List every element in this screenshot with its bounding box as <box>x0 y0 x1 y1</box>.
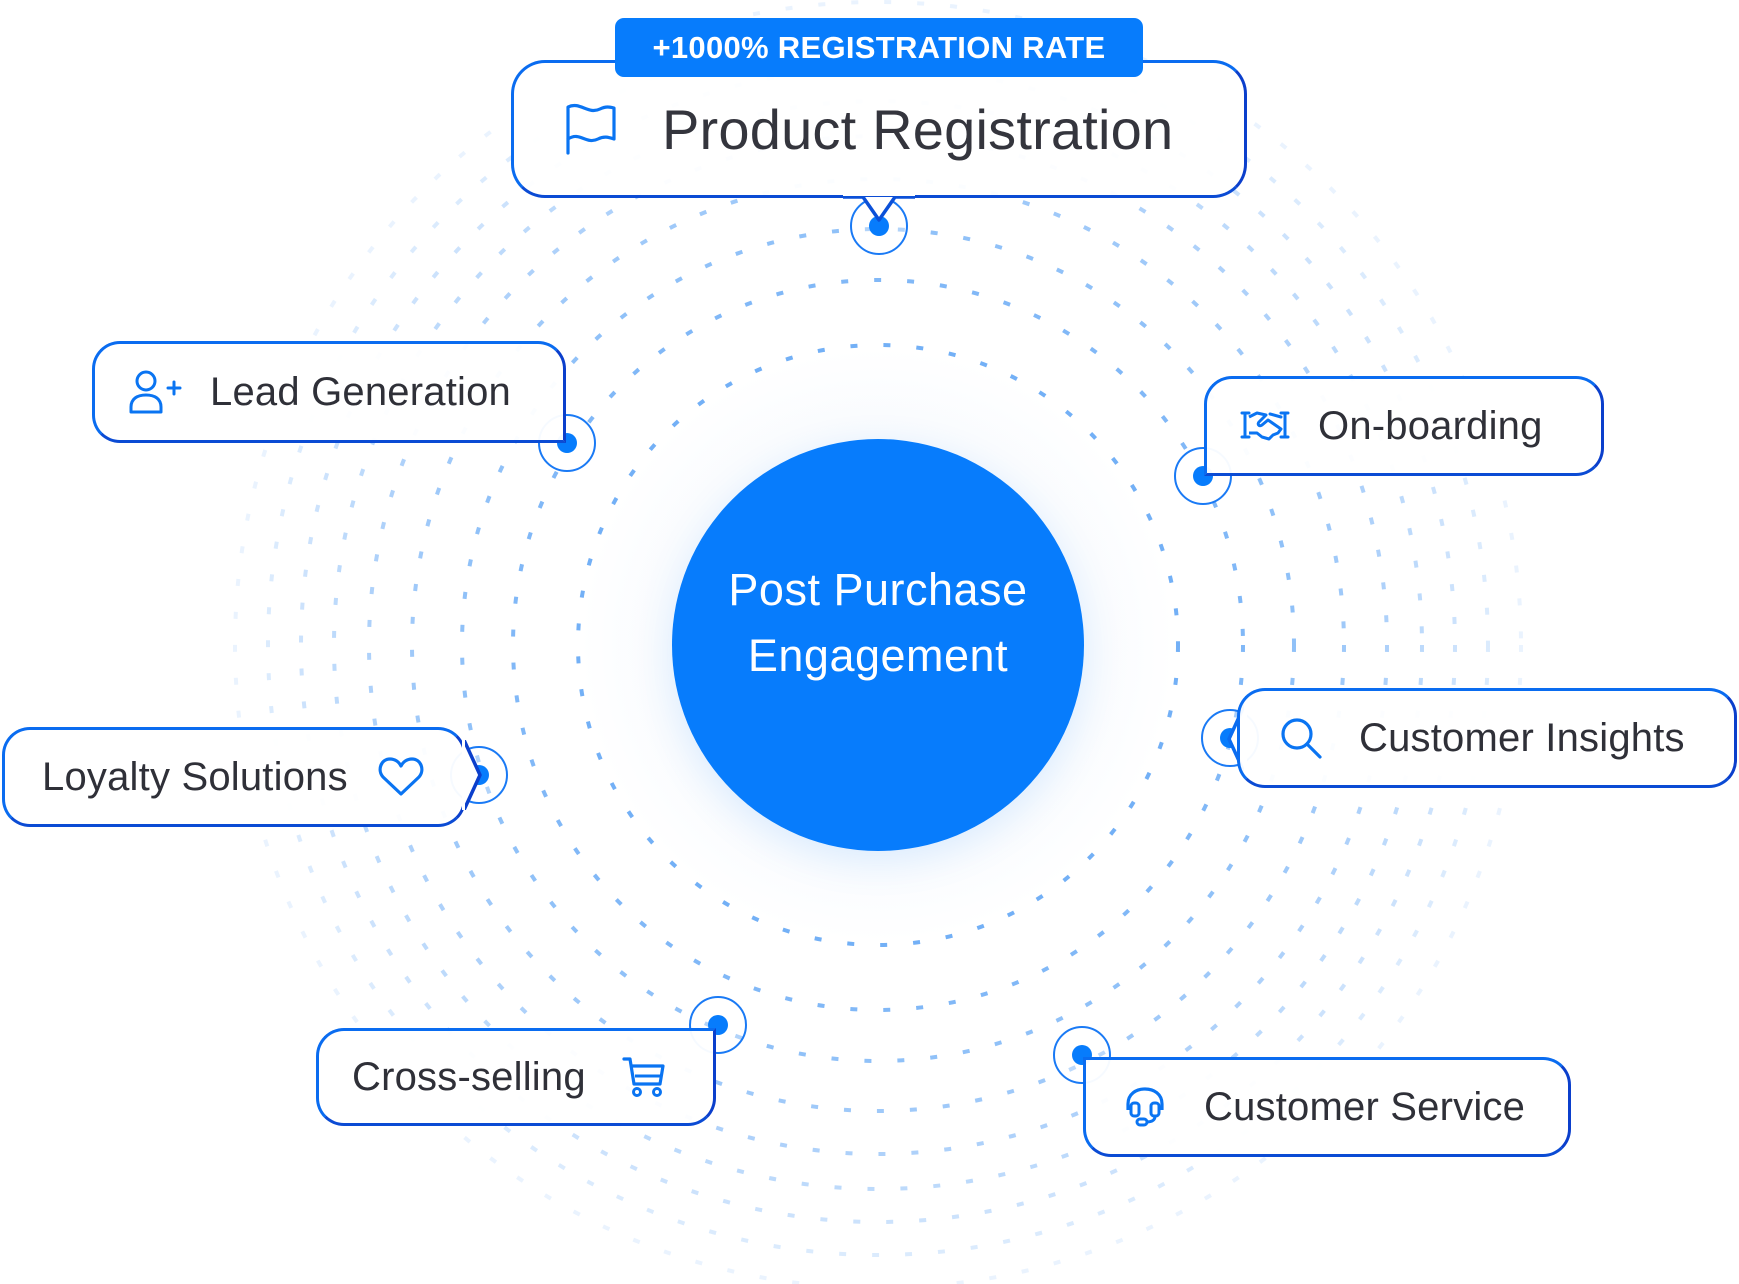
node-customer-insights[interactable]: Customer Insights <box>1237 688 1737 788</box>
registration-rate-badge: +1000% REGISTRATION RATE <box>615 18 1143 77</box>
handshake-icon <box>1240 409 1290 443</box>
node-cross-selling[interactable]: Cross-selling <box>316 1028 716 1126</box>
heart-icon <box>378 757 424 797</box>
orbit-ring <box>511 278 1245 1012</box>
orbit-ring <box>299 66 1457 1224</box>
pointer-notch <box>462 740 482 810</box>
node-label: Loyalty Solutions <box>42 754 348 799</box>
user-plus-icon <box>128 369 182 415</box>
orbit-ring <box>410 177 1346 1113</box>
connector-on-boarding <box>1174 447 1232 505</box>
node-label: Cross-selling <box>352 1054 586 1099</box>
node-on-boarding[interactable]: On-boarding <box>1204 376 1604 476</box>
center-hub: Post Purchase Engagement <box>672 439 1084 851</box>
node-product-registration[interactable]: Product Registration <box>511 60 1247 198</box>
center-label-line2: Engagement <box>747 630 1009 681</box>
node-label: Lead Generation <box>210 369 512 414</box>
center-label-line1: Post Purchase <box>728 564 1028 615</box>
flag-icon <box>562 101 618 157</box>
orbit-ring <box>576 343 1180 947</box>
node-lead-generation[interactable]: Lead Generation <box>92 341 566 443</box>
node-label: Customer Insights <box>1359 715 1685 760</box>
node-label: Product Registration <box>662 97 1174 161</box>
search-icon <box>1279 716 1323 760</box>
orbit-ring <box>332 99 1424 1191</box>
headset-icon <box>1124 1086 1166 1128</box>
orbit-ring <box>367 134 1389 1156</box>
orbit-ring <box>460 227 1296 1063</box>
node-label: Customer Service <box>1204 1084 1526 1129</box>
orbit-ring <box>233 0 1523 1284</box>
node-label: On-boarding <box>1318 403 1543 448</box>
node-customer-service[interactable]: Customer Service <box>1083 1057 1571 1157</box>
pointer-notch <box>843 194 915 222</box>
connector-lead-generation <box>538 414 596 472</box>
shopping-cart-icon <box>622 1056 666 1098</box>
node-loyalty-solutions[interactable]: Loyalty Solutions <box>2 727 466 827</box>
